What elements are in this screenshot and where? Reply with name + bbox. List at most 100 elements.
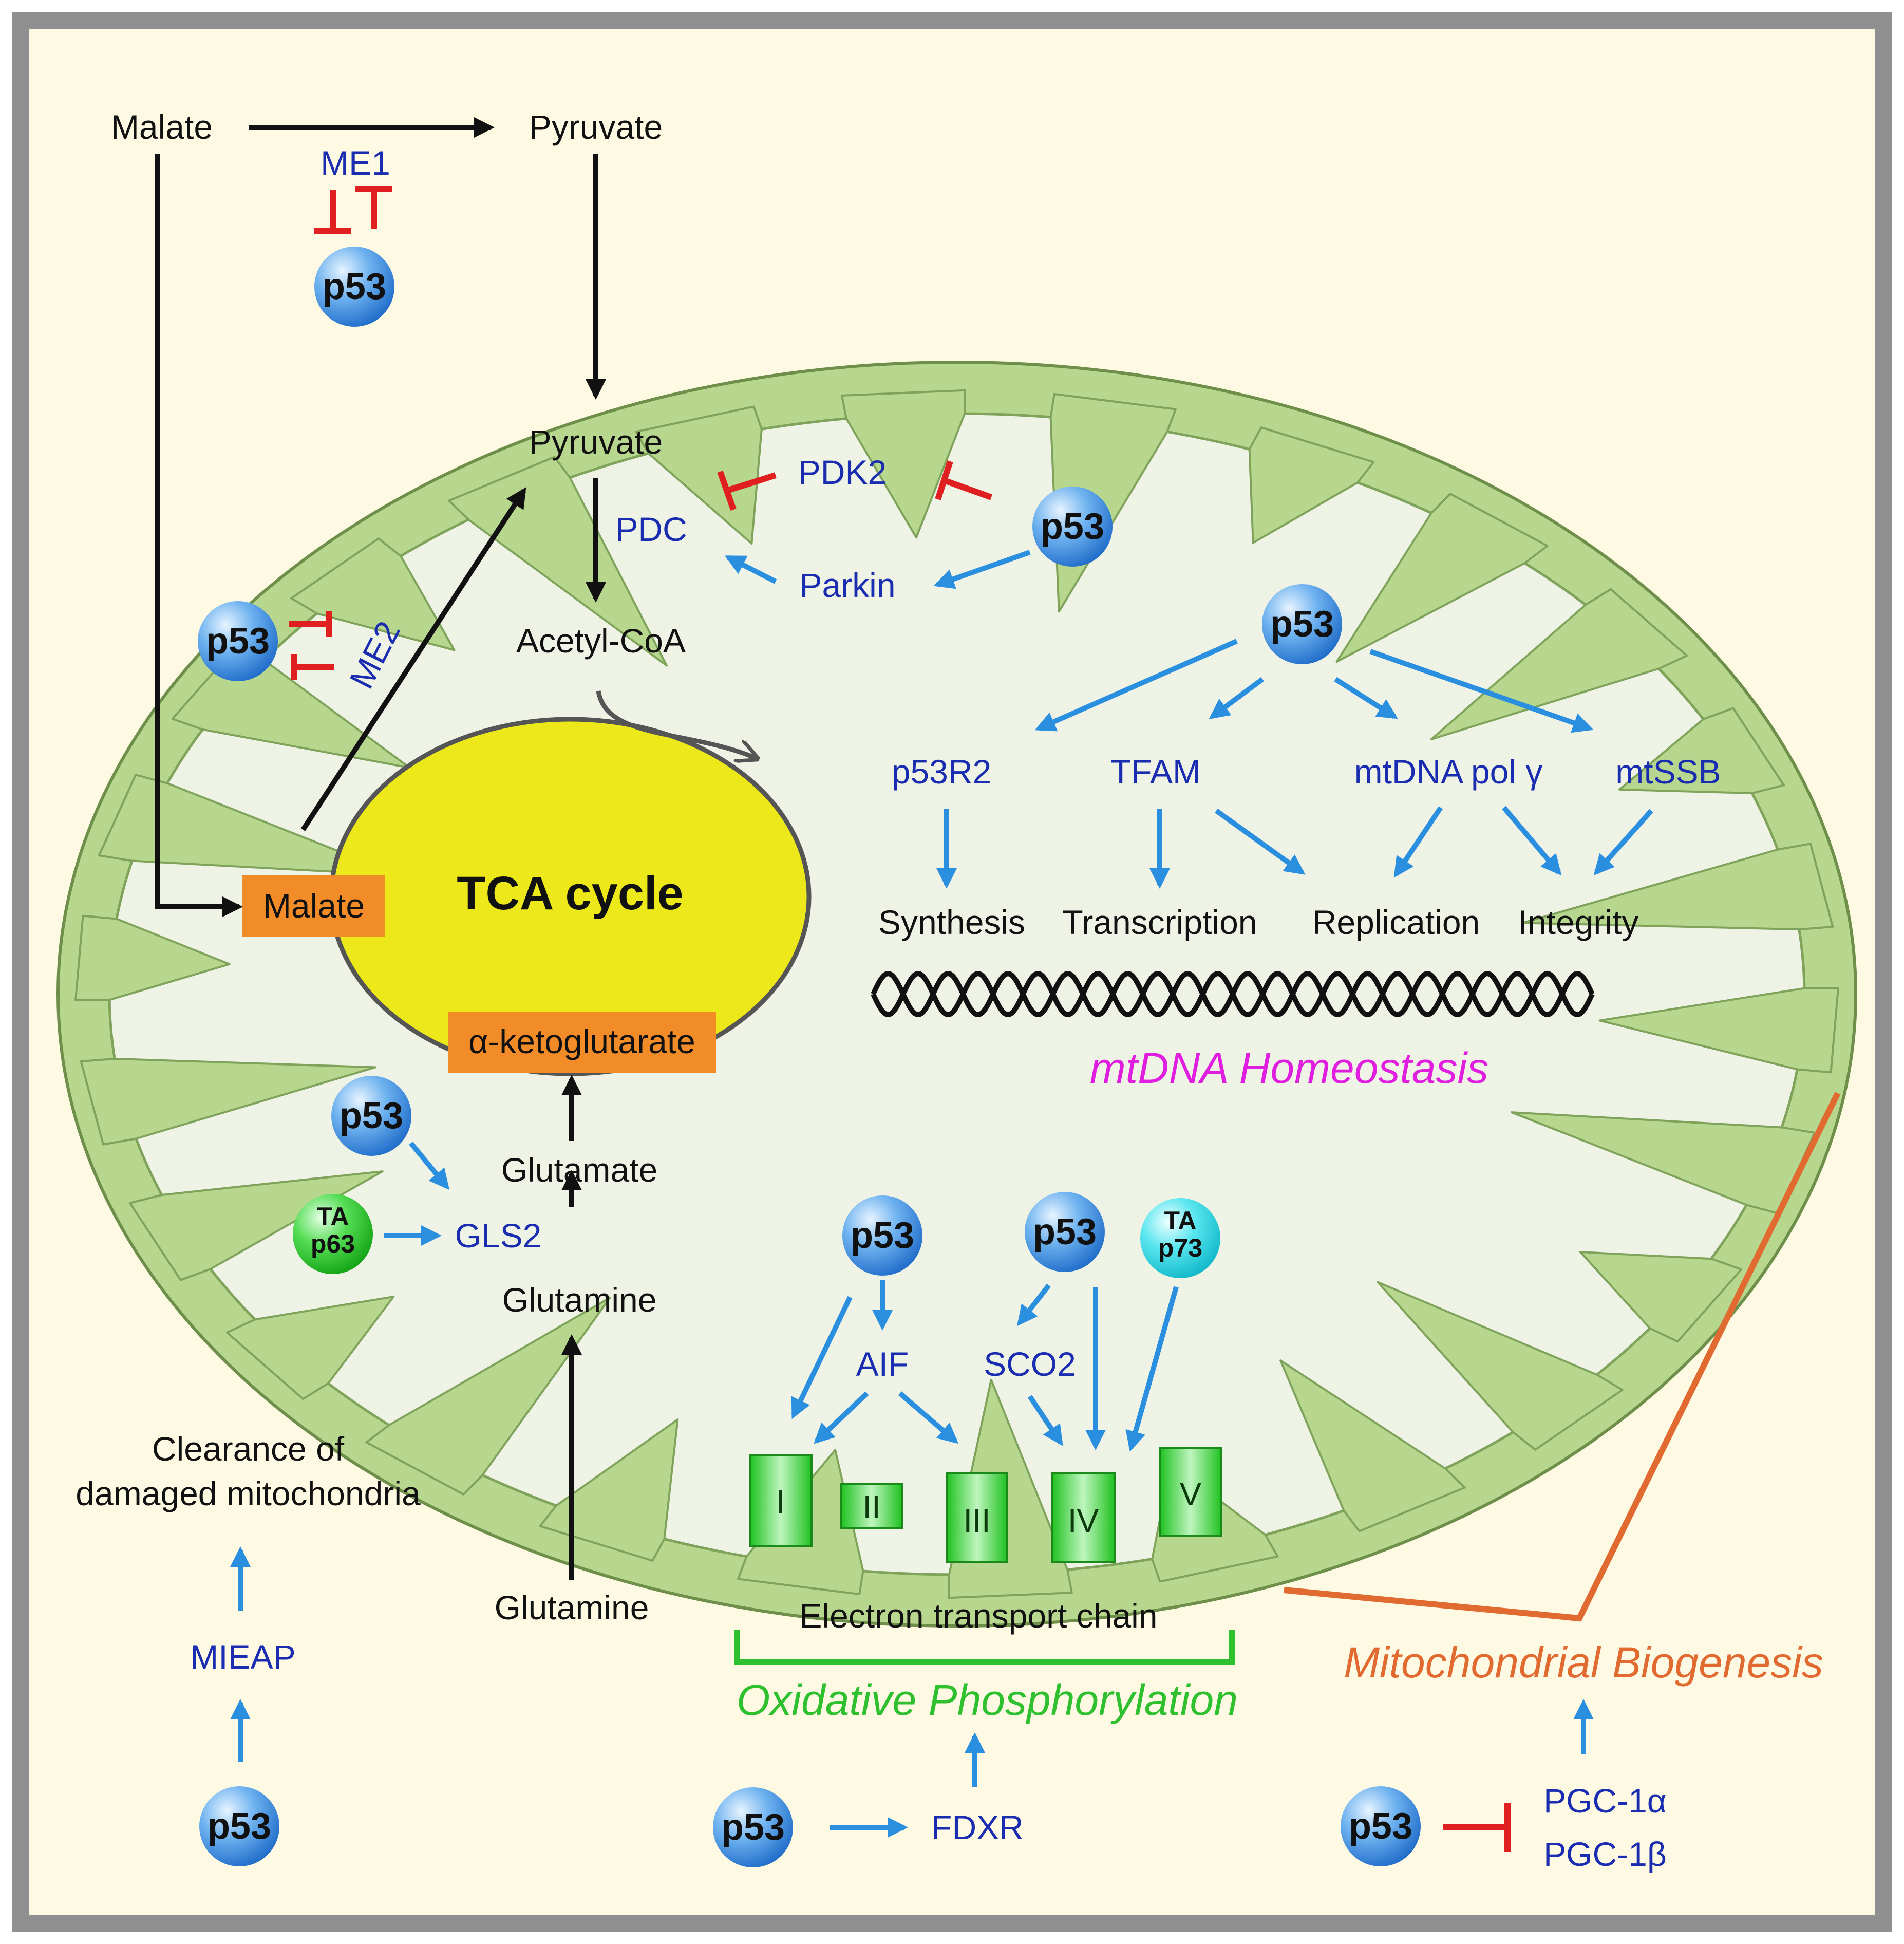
fdxr-label: FDXR — [931, 1808, 1024, 1846]
tap63-ta-label: TA — [317, 1202, 349, 1231]
cristae — [74, 389, 1839, 1599]
p53-to-tfam-arrow — [1209, 677, 1264, 719]
tap73-p73-label: p73 — [1158, 1233, 1202, 1262]
glutamine-matrix-label: Glutamine — [502, 1281, 657, 1319]
complex-4-label: IV — [1068, 1502, 1099, 1539]
biogenesis-bracket — [1284, 1092, 1841, 1622]
me1-inhibit-left — [314, 190, 351, 234]
p53-label: p53 — [1033, 1211, 1097, 1253]
p53-label: p53 — [340, 1095, 403, 1136]
acetyl-coa-label: Acetyl-CoA — [516, 622, 686, 660]
p53-label: p53 — [851, 1215, 914, 1256]
p53-node: p53 — [1262, 584, 1342, 664]
mieap-label: MIEAP — [190, 1638, 295, 1676]
p53-label: p53 — [208, 1806, 271, 1847]
crista-fold — [80, 1057, 376, 1146]
mtdnapol-to-integrity-arrow — [1502, 806, 1562, 876]
complex-1-label: I — [776, 1483, 785, 1520]
crista-fold — [448, 456, 668, 667]
mtdna-helix-strand-b — [871, 970, 1595, 1018]
mtssb-label: mtSSB — [1615, 753, 1721, 791]
metabolic-arrows — [155, 117, 606, 1580]
malate-label: Malate — [111, 108, 213, 146]
etc-complexes — [749, 1447, 1222, 1563]
activation-arrows — [230, 550, 1653, 1838]
me1-label: ME1 — [321, 144, 390, 182]
complex-3 — [946, 1472, 1008, 1563]
crista-fold — [1248, 426, 1375, 544]
complex-5 — [1159, 1447, 1222, 1537]
crista-fold — [1335, 493, 1549, 663]
mtssb-to-integrity-arrow — [1593, 809, 1653, 875]
p53-to-mtssb-arrow — [1369, 649, 1594, 733]
acetyl-coa-entry-arrow — [596, 690, 755, 758]
p53-node: p53 — [331, 1076, 411, 1156]
p53-to-parkin-arrow — [933, 550, 1031, 589]
inhibition-marks — [289, 186, 1511, 1852]
clearance-label-line2: damaged mitochondria — [76, 1474, 421, 1512]
sco2-to-complex4-arrow — [1027, 1395, 1063, 1446]
p53-to-complex1-arrow — [791, 1296, 853, 1419]
complex-5-label: V — [1180, 1475, 1202, 1512]
complex-1 — [749, 1454, 813, 1547]
pgc1a-label: PGC-1α — [1543, 1782, 1667, 1820]
etc-label: Electron transport chain — [799, 1597, 1157, 1635]
akg-box — [448, 1012, 716, 1073]
p53-to-p53r2-arrow — [1034, 639, 1238, 732]
replication-label: Replication — [1312, 903, 1480, 941]
p53-node: p53 — [199, 1786, 279, 1866]
crista-fold — [1510, 1111, 1816, 1214]
crista-fold — [1377, 1281, 1624, 1451]
parkin-to-pdc-arrow — [724, 555, 777, 584]
p53-node: p53 — [314, 247, 394, 327]
tca-cycle-label: TCA cycle — [457, 867, 683, 920]
aif-label: AIF — [856, 1345, 909, 1383]
p53-label: p53 — [1349, 1806, 1412, 1847]
tfam-label: TFAM — [1110, 753, 1201, 791]
glutamine-cytosol-label: Glutamine — [495, 1588, 649, 1627]
mtdna-homeostasis-title: mtDNA Homeostasis — [1090, 1044, 1488, 1092]
p53-to-mtdnapol-arrow — [1334, 677, 1398, 719]
crista-fold — [1430, 588, 1688, 740]
tap63-p63-label: p63 — [311, 1229, 355, 1258]
tap73-node: TA p73 — [1140, 1198, 1220, 1278]
crista-fold — [841, 389, 966, 539]
me2-inhibit-top — [289, 611, 332, 637]
synthesis-label: Synthesis — [878, 903, 1025, 941]
malate-box-label: Malate — [263, 887, 365, 925]
me1-inhibit-right — [355, 186, 392, 229]
oxphos-bracket — [734, 1630, 1235, 1665]
pyruvate-matrix-label: Pyruvate — [529, 423, 663, 461]
crista-fold — [365, 1296, 611, 1496]
aif-to-complex1-arrow — [814, 1391, 869, 1444]
complex-2 — [840, 1483, 903, 1529]
tap63-node: TA p63 — [293, 1194, 373, 1274]
tfam-to-replication-arrow — [1215, 808, 1306, 875]
malate-to-pyruvate-inner-arrow — [300, 487, 526, 831]
crista-fold — [225, 1295, 395, 1400]
aif-to-complex3-arrow — [898, 1391, 959, 1444]
mtdnapol-label: mtDNA pol γ — [1354, 753, 1543, 791]
integrity-label: Integrity — [1518, 903, 1639, 941]
p53-inhibits-pdk2 — [935, 460, 993, 500]
tap73-ta-label: TA — [1164, 1206, 1197, 1235]
sco2-label: SCO2 — [984, 1345, 1076, 1383]
glutamate-label: Glutamate — [501, 1151, 657, 1189]
malate-import-arrow — [155, 154, 243, 917]
p53-node: p53 — [842, 1195, 922, 1276]
crista-fold — [1579, 1251, 1743, 1343]
complex-3-label: III — [963, 1502, 990, 1539]
p53-inhibits-pgc1 — [1443, 1803, 1511, 1852]
p53-node: p53 — [1341, 1786, 1421, 1866]
crista-fold — [1521, 843, 1834, 931]
p53-node: p53 — [1025, 1192, 1105, 1272]
clearance-label-line1: Clearance of — [152, 1430, 345, 1468]
p53-to-sco2-arrow — [1017, 1283, 1051, 1326]
complex-4 — [1051, 1472, 1116, 1563]
p53r2-label: p53R2 — [892, 753, 992, 791]
biogenesis-title: Mitochondrial Biogenesis — [1344, 1638, 1823, 1687]
p53-node: p53 — [198, 601, 278, 681]
p53-label: p53 — [1270, 604, 1334, 645]
me2-inhibit-bottom — [291, 654, 334, 680]
frame-border — [12, 12, 1892, 1932]
